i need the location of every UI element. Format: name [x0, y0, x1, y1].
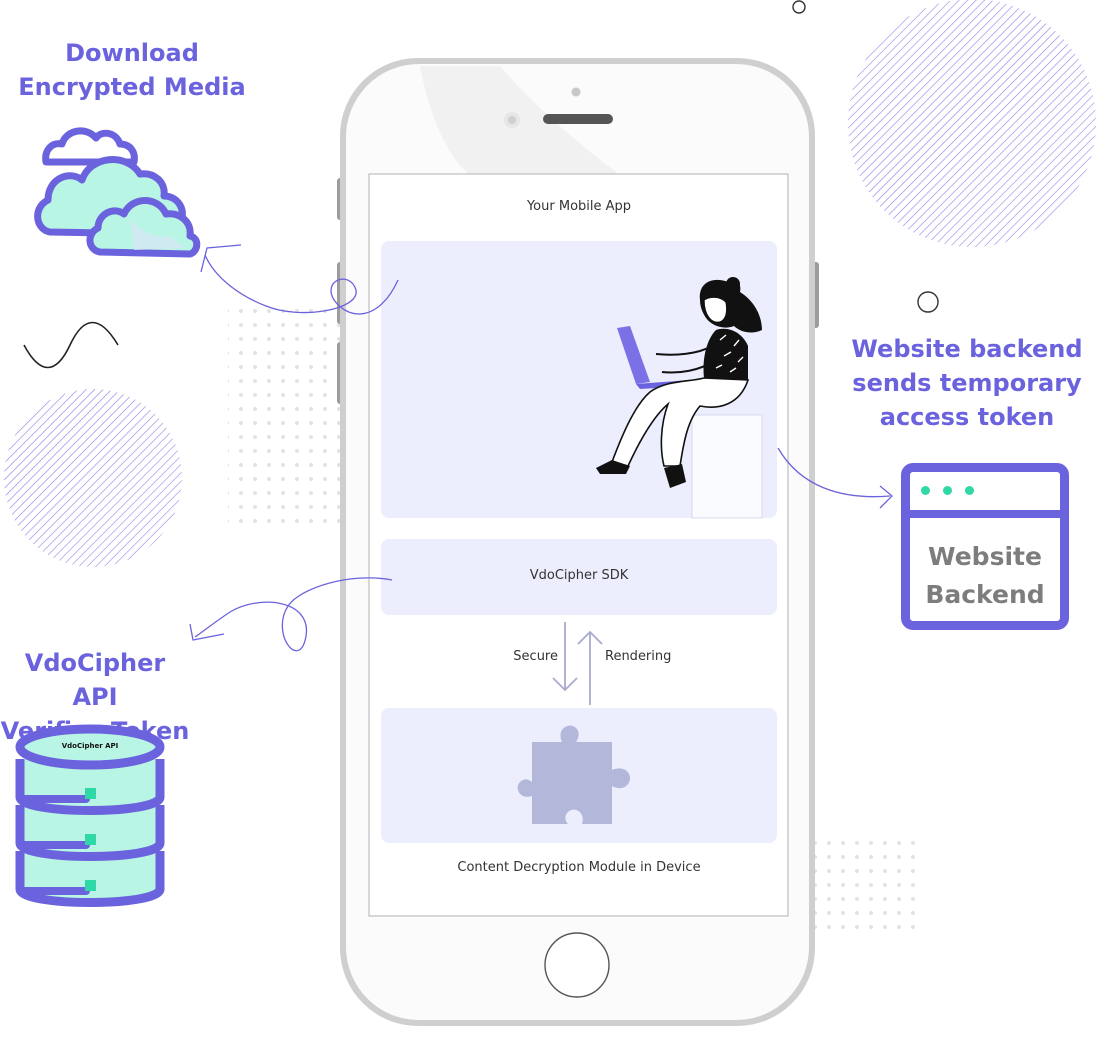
rendering-up-arrow — [577, 630, 603, 705]
seat-block — [691, 414, 763, 519]
database-icon — [15, 724, 165, 907]
sdk-label: VdoCipher SDK — [529, 568, 629, 583]
db-led — [85, 788, 96, 799]
sdk-panel — [381, 539, 777, 615]
arrow-to-cloud — [204, 254, 399, 315]
window-title-bar — [910, 472, 1060, 518]
download-callout-line2: Encrypted Media — [18, 73, 246, 101]
db-led — [85, 880, 96, 891]
cdm-label: Content Decryption Module in Device — [457, 860, 701, 875]
secure-down-arrow — [552, 622, 578, 692]
small-circle-top — [792, 0, 806, 14]
app-label: Your Mobile App — [526, 199, 632, 214]
website-backend-line2: Backend — [925, 580, 1045, 609]
website-backend-line1: Website — [928, 542, 1042, 571]
puzzle-piece-icon — [517, 725, 631, 824]
db-led — [85, 834, 96, 845]
hatched-circle-top-right — [848, 0, 1096, 247]
backend-callout: Website backend sends temporary access t… — [836, 332, 1098, 434]
secure-label: Secure — [513, 649, 558, 664]
window-dot-icon — [965, 486, 974, 495]
dot-grid-bottom-right — [812, 840, 922, 935]
hatched-circle-left — [4, 389, 182, 567]
download-callout: Download Encrypted Media — [0, 36, 264, 104]
arrow-to-backend — [777, 447, 891, 498]
backend-callout-line1: Website backend — [851, 335, 1083, 363]
arrow-to-api — [194, 577, 393, 652]
small-circle-right — [917, 291, 939, 313]
rendering-label: Rendering — [605, 649, 672, 664]
backend-callout-line3: access token — [879, 403, 1055, 431]
window-dot-icon — [943, 486, 952, 495]
window-dot-icon — [921, 486, 930, 495]
website-backend-window: Website Backend — [901, 463, 1069, 630]
squiggle-line — [23, 321, 119, 369]
cloud-icon — [34, 127, 201, 258]
download-callout-line1: Download — [65, 39, 199, 67]
api-callout-line1: VdoCipher API — [24, 649, 166, 711]
home-button[interactable] — [544, 932, 610, 998]
backend-callout-line2: sends temporary — [852, 369, 1082, 397]
website-backend-label: Website Backend — [910, 538, 1060, 614]
database-label: VdoCipher API — [61, 742, 119, 750]
woman-with-laptop-illustration — [596, 277, 762, 488]
dot-grid-left — [228, 308, 358, 528]
